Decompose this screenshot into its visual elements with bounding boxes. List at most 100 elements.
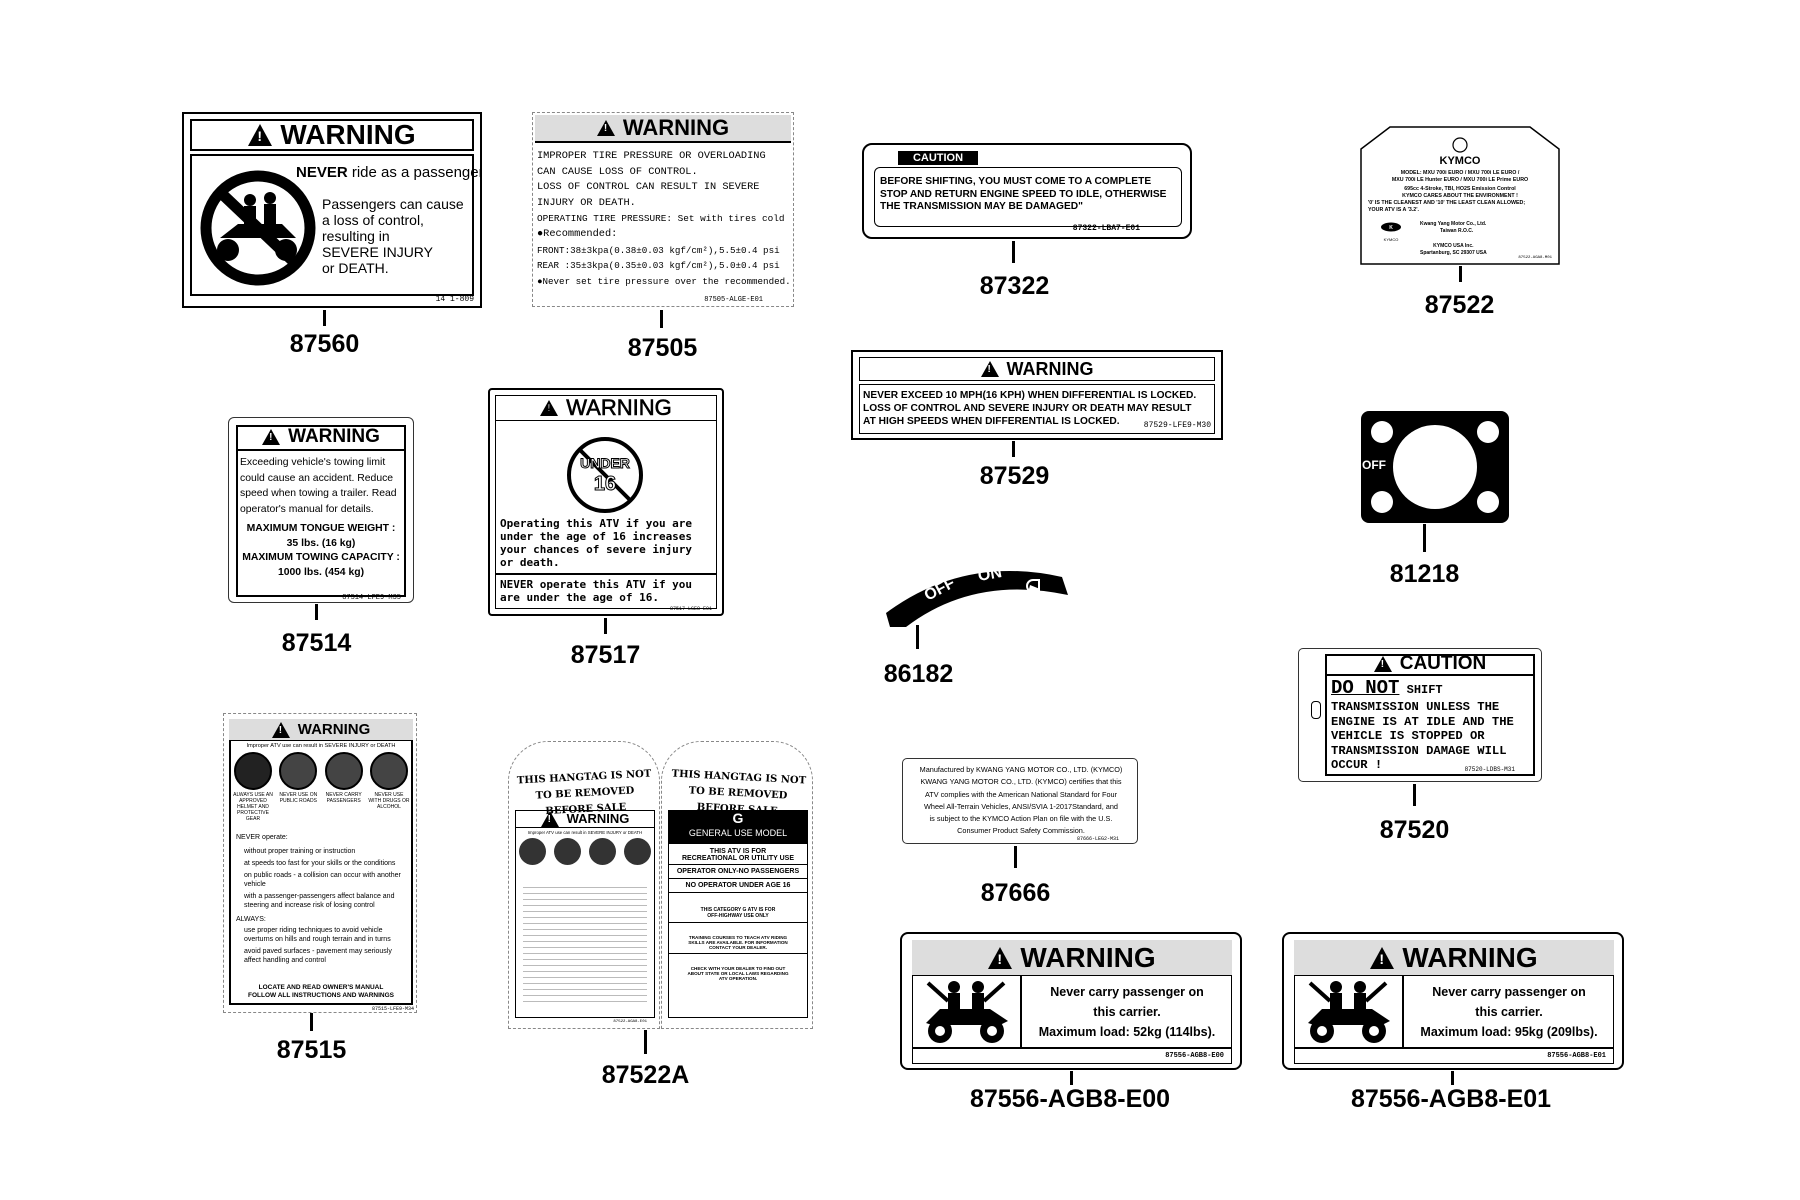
under-16-icon: UNDER 16	[565, 435, 645, 515]
icon-caption: ALWAYS USE AN APPROVED HELMET AND PROTEC…	[233, 792, 273, 822]
no-roads-icon	[279, 752, 318, 790]
warning-triangle-icon	[596, 120, 615, 136]
body-line: could cause an accident. Reduce	[240, 472, 394, 484]
no-alcohol-icon	[369, 752, 408, 790]
bullet-item: on public roads - a collision can occur …	[244, 872, 401, 888]
usage-line: TRAINING COURSES TO TEACH ATV RIDING	[688, 935, 788, 940]
leader-line	[644, 1030, 647, 1054]
label-code: 87515-LFE9-M34	[371, 1006, 414, 1012]
helmet-icon	[234, 752, 272, 790]
body-line: speed when towing a trailer. Read	[240, 488, 397, 499]
label-code: 87514-LFE9-M35	[342, 594, 401, 602]
leader-line	[604, 618, 607, 634]
body-line: 695cc 4-Stroke, TBI, HO2S Emission Contr…	[1404, 186, 1516, 192]
body-line: OCCUR !	[1331, 758, 1383, 773]
usage-line: SKILLS ARE AVAILABLE. FOR INFORMATION	[688, 940, 788, 945]
category-title: GENERAL USE MODEL	[688, 828, 788, 838]
part-number-87517: 87517	[570, 641, 641, 669]
body-line: OPERATING TIRE PRESSURE: Set with tires …	[537, 213, 785, 225]
do-not-text: DO NOT	[1331, 677, 1400, 699]
no-passenger-icon	[200, 170, 316, 286]
fine-print	[523, 882, 647, 1002]
warning-triangle-icon	[540, 810, 559, 827]
part-number-81218: 81218	[1389, 560, 1460, 588]
leader-line	[310, 1013, 313, 1031]
warning-triangle-icon	[1373, 656, 1392, 672]
warning-triangle-icon	[271, 721, 290, 738]
body-line: resulting in	[322, 228, 390, 244]
leader-line	[1423, 524, 1426, 552]
part-number-87515: 87515	[276, 1036, 347, 1064]
body-line: VEHICLE IS STOPPED OR	[1331, 729, 1485, 744]
body-line: NEVER EXCEED 10 MPH(16 KPH) WHEN DIFFERE…	[863, 390, 1197, 401]
footer-line: LOCATE AND READ OWNER'S MANUAL	[258, 984, 384, 991]
usage-line: ATV OPERATION.	[718, 976, 758, 981]
leader-line	[916, 625, 919, 649]
body-line: STOP AND RETURN ENGINE SPEED TO IDLE, OT…	[880, 188, 1167, 200]
label-heading: WARNING	[1402, 941, 1538, 973]
warning-triangle-icon	[988, 946, 1013, 969]
usage-line: OFF-HIGHWAY USE ONLY	[668, 913, 808, 923]
general-use-banner: G GENERAL USE MODEL	[668, 810, 808, 844]
body-line: INJURY OR DEATH.	[537, 196, 636, 209]
body-line: KYMCO CARES ABOUT THE ENVIRONMENT !	[1402, 193, 1518, 199]
body-line: KWANG YANG MOTOR CO., LTD. (KYMCO) certi…	[920, 777, 1122, 787]
never-operate-text: NEVER operate:	[236, 834, 288, 841]
body-line: MODEL: MXU 700i EURO / MXU 700i LE EURO …	[1400, 170, 1520, 176]
body-line: Never carry passenger on	[1050, 985, 1204, 999]
label-81218: OFF	[1360, 410, 1510, 524]
atv-passengers-icon	[926, 981, 1008, 1043]
label-87556-AGB8-E00: WARNING Never carry passenger on this ca…	[900, 932, 1242, 1070]
hangtag-right: THIS HANGTAG IS NOT TO BE REMOVED BEFORE…	[661, 741, 813, 1029]
always-text: ALWAYS:	[236, 916, 266, 923]
body-line: '0' IS THE CLEANEST AND '10' THE LEAST C…	[1368, 200, 1526, 206]
leader-line	[1012, 241, 1015, 263]
label-87522A: THIS HANGTAG IS NOT TO BE REMOVED BEFORE…	[508, 741, 813, 1029]
part-number-87514: 87514	[281, 629, 352, 657]
body-line: AT HIGH SPEEDS WHEN DIFFERENTIAL IS LOCK…	[863, 415, 1120, 427]
body-line: FRONT:38±3kpa(0.38±0.03 kgf/cm²),5.5±0.4…	[537, 244, 780, 256]
no-alcohol-icon	[624, 838, 651, 865]
usage-line: ABOUT STATE OR LOCAL LAWS REGARDING	[687, 971, 789, 976]
label-87515: WARNING Improper ATV use can result in S…	[223, 713, 417, 1013]
max-load-text: Maximum load: 52kg (114lbs).	[1038, 1025, 1216, 1039]
body-line: this carrier.	[1475, 1005, 1543, 1019]
body-line: Passengers can cause	[322, 196, 464, 212]
body-line: TRANSMISSION UNLESS THE	[1331, 700, 1500, 714]
part-number-87529: 87529	[979, 462, 1050, 490]
no-roads-icon	[554, 838, 581, 865]
category-letter: G	[732, 810, 744, 826]
body-line: CAN CAUSE LOSS OF CONTROL.	[537, 165, 698, 178]
body-line: or death.	[500, 556, 560, 569]
label-code: 87522-AGA8-M01	[1518, 256, 1552, 260]
tongue-weight-value: 35 lbs. (16 kg)	[286, 537, 356, 549]
usage-line: CONTACT YOUR DEALER.	[668, 945, 808, 954]
bullet-item: without proper training or instruction	[244, 848, 356, 855]
label-87514: WARNING Exceeding vehicle's towing limit…	[228, 417, 414, 603]
body-line: IMPROPER TIRE PRESSURE OR OVERLOADING	[537, 150, 766, 162]
maker-line: Taiwan R.O.C.	[1440, 228, 1474, 234]
label-87529: WARNING NEVER EXCEED 10 MPH(16 KPH) WHEN…	[851, 350, 1223, 440]
under-text: UNDER	[580, 455, 631, 472]
body-line: TRANSMISSION DAMAGE WILL	[1331, 743, 1507, 758]
leader-line	[1012, 441, 1015, 457]
part-number-87666: 87666	[980, 879, 1051, 907]
label-87522: KYMCO MODEL: MXU 700i EURO / MXU 700i LE…	[1360, 125, 1560, 265]
never-line: NEVER operate this ATV if you	[500, 578, 693, 591]
body-line: Wheel All-Terrain Vehicles, ANSI/SVIA 1-…	[924, 801, 1118, 811]
icon-caption: NEVER CARRY PASSENGERS	[325, 792, 362, 804]
body-line: Exceeding vehicle's towing limit	[240, 457, 386, 468]
leader-line	[1459, 266, 1462, 282]
label-code: 87517-LGE8-E01	[669, 606, 712, 612]
usage-line: CHECK WITH YOUR DEALER TO FIND OUT	[690, 966, 786, 971]
part-number-87322: 87322	[979, 272, 1050, 300]
part-number-87522: 87522	[1424, 291, 1495, 319]
label-87556-AGB8-E01: WARNING Never carry passenger on this ca…	[1282, 932, 1624, 1070]
svg-text:K: K	[1389, 225, 1393, 231]
body-line: REAR :35±3kpa(0.35±0.03 kgf/cm²),5.0±0.4…	[537, 260, 780, 272]
usa-line: KYMCO USA Inc.	[1433, 243, 1474, 249]
label-code: 14 1-809	[435, 295, 474, 304]
leader-line	[1413, 784, 1416, 806]
usage-line: THIS CATEGORY G ATV IS FOR	[700, 907, 776, 913]
off-text: OFF	[1362, 458, 1386, 472]
